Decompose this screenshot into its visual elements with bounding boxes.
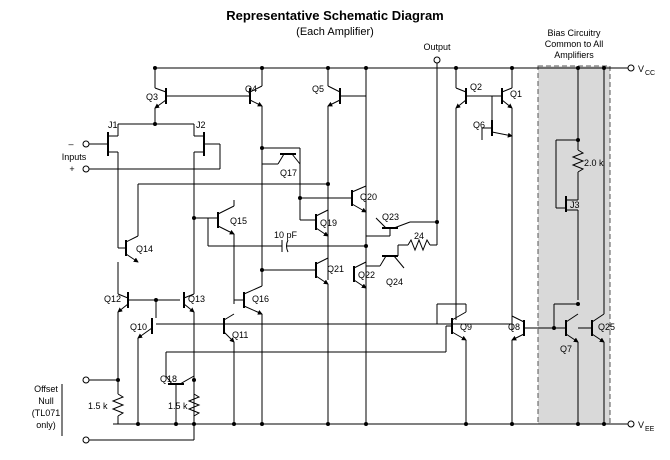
svg-text:Q7: Q7	[560, 344, 572, 354]
transistor-q24: Q24	[366, 245, 405, 287]
transistor-q11: Q11	[223, 313, 248, 424]
svg-text:Inputs: Inputs	[62, 152, 87, 162]
bias-label-3: Amplifiers	[554, 50, 594, 60]
svg-text:2.0 k: 2.0 k	[584, 158, 604, 168]
transistor-q21: Q21	[262, 257, 344, 424]
svg-text:Q25: Q25	[598, 322, 615, 332]
transistor-q4: Q4	[245, 68, 263, 140]
svg-text:Q20: Q20	[360, 192, 377, 202]
svg-text:Q4: Q4	[245, 84, 257, 94]
svg-text:J3: J3	[570, 200, 580, 210]
svg-text:Q3: Q3	[146, 92, 158, 102]
transistor-q17: Q17	[261, 140, 301, 272]
svg-text:V: V	[638, 64, 644, 74]
svg-text:Q10: Q10	[130, 322, 147, 332]
transistor-j1: J1	[104, 120, 119, 240]
transistor-q18: Q18	[160, 312, 446, 424]
svg-text:1.5 k: 1.5 k	[88, 401, 108, 411]
svg-text:(TL071: (TL071	[32, 408, 61, 418]
svg-text:Q22: Q22	[358, 270, 375, 280]
svg-text:only): only)	[36, 420, 56, 430]
resistor-1-5k-right: 1.5 k	[168, 380, 201, 417]
svg-text:EE: EE	[645, 426, 655, 433]
inputs: Inputs – +	[62, 139, 221, 174]
svg-text:J1: J1	[108, 120, 118, 130]
svg-text:J2: J2	[196, 120, 206, 130]
svg-text:Q8: Q8	[508, 322, 520, 332]
diagram-title: Representative Schematic Diagram	[226, 8, 444, 23]
svg-text:10 pF: 10 pF	[274, 230, 298, 240]
transistor-q8: Q8	[508, 315, 554, 424]
bias-label-1: Bias Circuitry	[547, 28, 601, 38]
transistor-q13: Q13	[183, 218, 205, 313]
transistor-q9: Q9	[436, 303, 472, 424]
svg-text:+: +	[69, 164, 74, 174]
vee-rail: V EE	[113, 420, 655, 433]
svg-text:–: –	[68, 139, 73, 149]
svg-text:Output: Output	[423, 42, 451, 52]
transistor-q12: Q12	[104, 262, 180, 313]
svg-text:Q17: Q17	[280, 168, 297, 178]
capacitor-10pf: 10 pF	[208, 230, 366, 253]
transistor-q19: Q19	[300, 209, 337, 237]
transistor-j3: J3	[555, 139, 580, 300]
transistor-q5: Q5	[312, 68, 367, 290]
svg-text:Q19: Q19	[320, 218, 337, 228]
bias-label-2: Common to All	[545, 39, 604, 49]
resistor-2k: 2.0 k	[571, 68, 604, 200]
diagram-subtitle: (Each Amplifier)	[296, 26, 374, 38]
transistor-q6: Q6	[473, 96, 513, 140]
svg-text:Q15: Q15	[230, 216, 247, 226]
transistor-q7: Q7	[553, 303, 579, 424]
offset-null: Offset Null (TL071 only)	[32, 376, 195, 444]
transistor-q2: Q2	[455, 68, 492, 320]
svg-text:Q21: Q21	[327, 264, 344, 274]
svg-text:Q1: Q1	[510, 89, 522, 99]
transistor-j2: J2	[193, 120, 208, 218]
transistor-q20: Q20	[348, 185, 377, 213]
svg-text:Q11: Q11	[232, 330, 248, 340]
transistor-q25: Q25	[578, 68, 615, 424]
transistor-q16: Q16	[234, 272, 269, 424]
svg-text:Q14: Q14	[136, 244, 153, 254]
svg-text:Q24: Q24	[386, 277, 403, 287]
svg-text:Q5: Q5	[312, 84, 324, 94]
svg-text:Q12: Q12	[104, 294, 121, 304]
svg-text:Q2: Q2	[470, 82, 482, 92]
transistor-q23: Q23	[366, 212, 437, 237]
transistor-q15: Q15	[194, 200, 247, 304]
transistor-q14: Q14	[117, 184, 153, 263]
svg-text:Offset: Offset	[34, 384, 58, 394]
svg-text:Null: Null	[38, 396, 54, 406]
svg-text:V: V	[638, 420, 644, 430]
transistor-q3: Q3	[146, 68, 250, 109]
svg-text:Q13: Q13	[188, 294, 205, 304]
svg-text:24: 24	[414, 231, 424, 241]
svg-text:Q16: Q16	[252, 294, 269, 304]
svg-text:Q23: Q23	[382, 212, 399, 222]
svg-text:Q9: Q9	[460, 322, 472, 332]
transistor-q22: Q22	[353, 261, 375, 424]
output-terminal: Output	[423, 42, 451, 245]
bias-region	[537, 65, 611, 425]
transistor-q10: Q10	[117, 312, 153, 424]
vcc-rail: V CC	[153, 64, 655, 77]
resistor-1-5k-left: 1.5 k	[88, 380, 125, 424]
svg-text:Q6: Q6	[473, 120, 485, 130]
transistor-q1: Q1	[492, 68, 522, 330]
svg-text:Q18: Q18	[160, 374, 177, 384]
svg-text:1.5 k: 1.5 k	[168, 401, 188, 411]
resistor-24: 24	[398, 231, 437, 252]
svg-text:CC: CC	[645, 70, 655, 77]
